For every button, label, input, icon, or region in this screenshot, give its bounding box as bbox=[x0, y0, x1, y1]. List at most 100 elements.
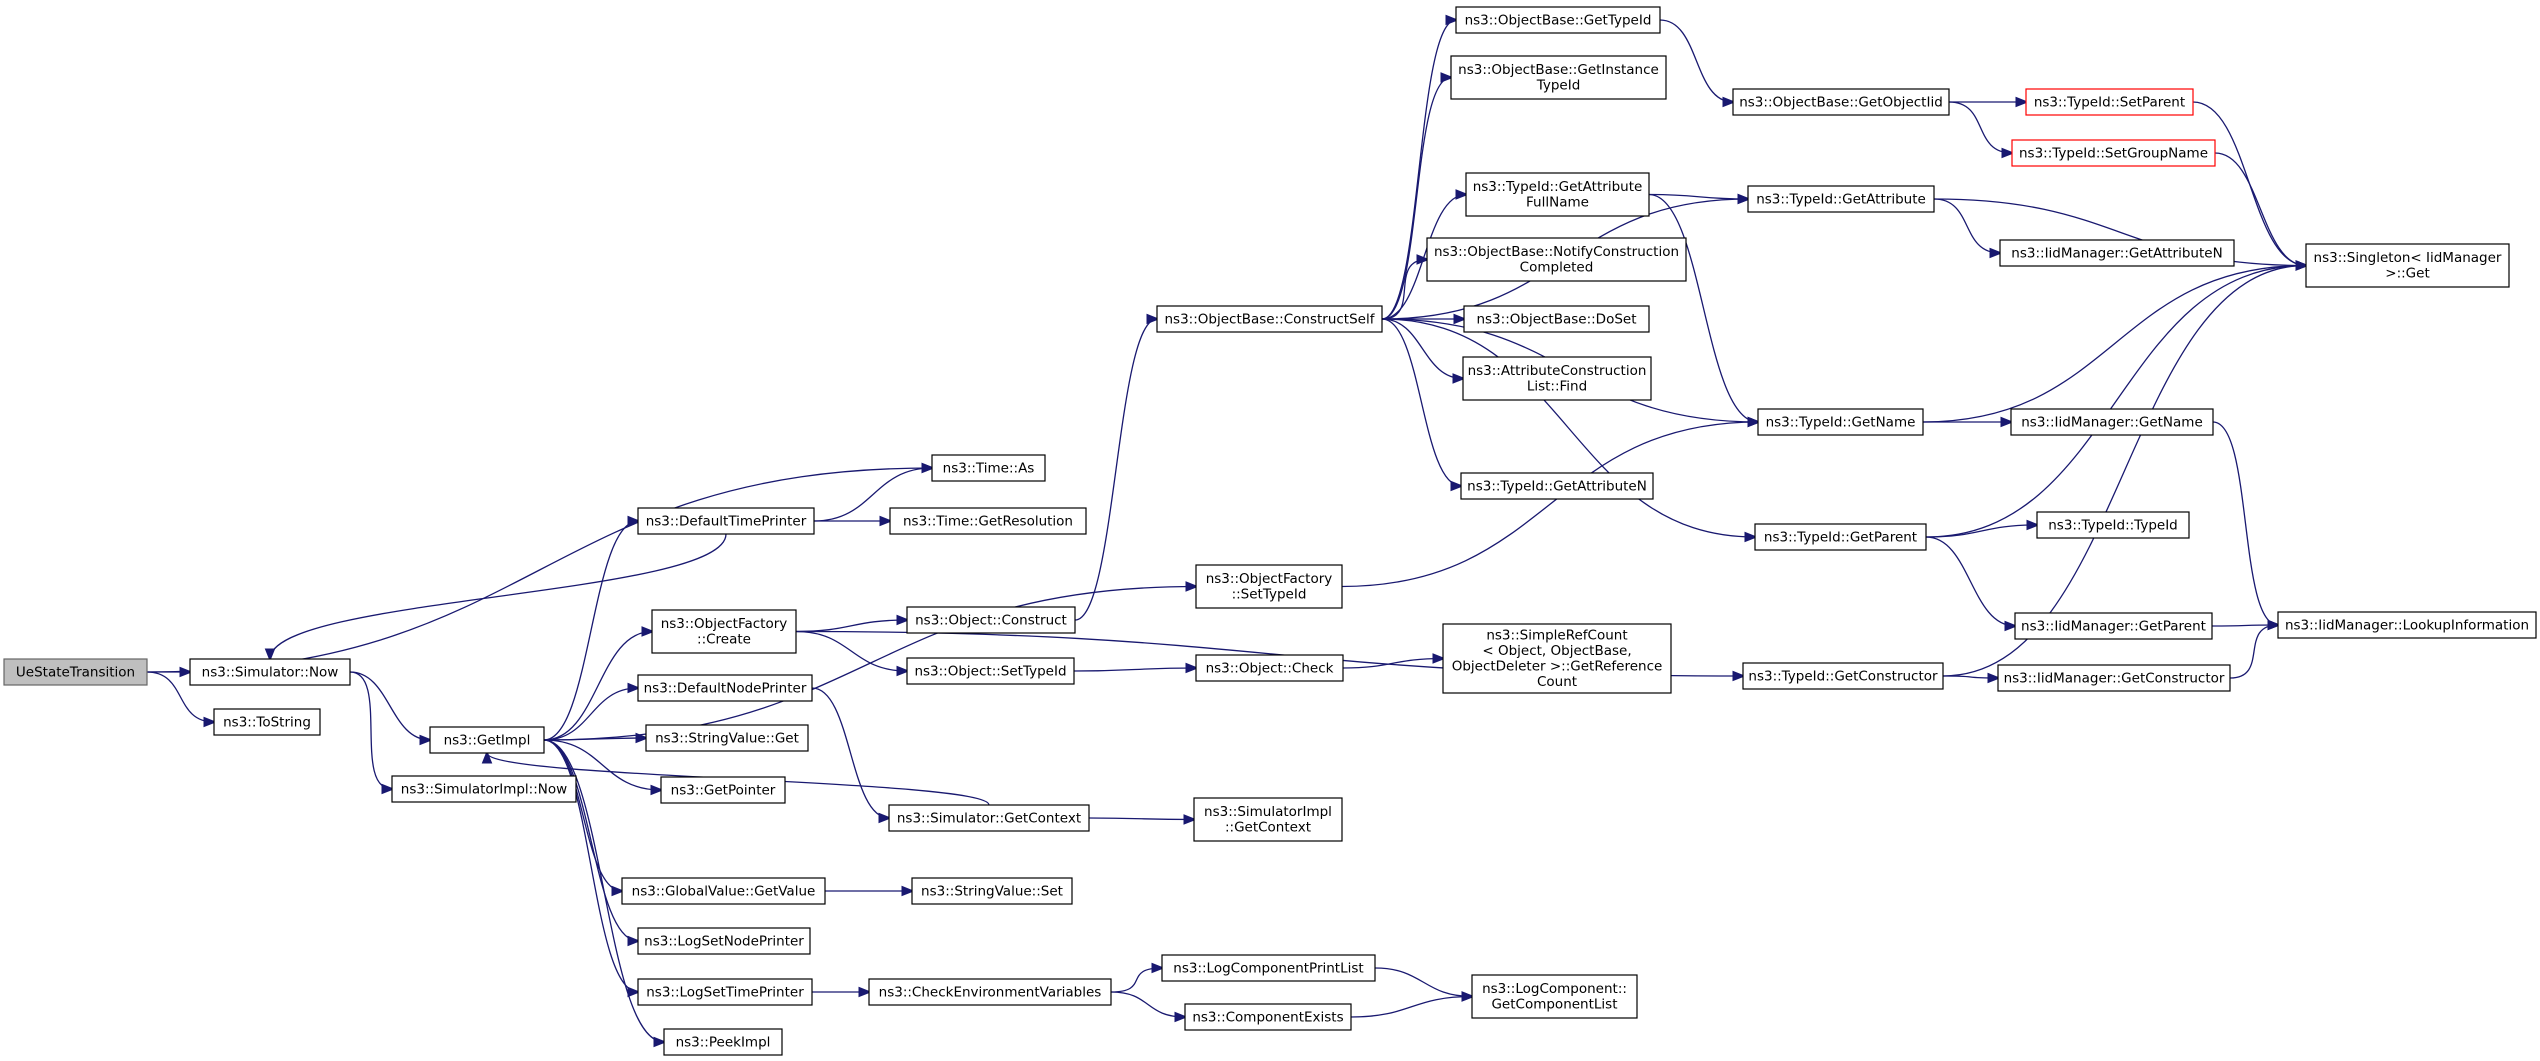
node-n49[interactable]: ns3::IidManager::LookupInformation bbox=[2277, 611, 2537, 639]
node-n20[interactable]: ns3::PeekImpl bbox=[663, 1028, 783, 1056]
edge-n4-n6 bbox=[543, 521, 638, 741]
edge-n11-n14 bbox=[811, 687, 889, 818]
node-n43[interactable]: ns3::IidManager::GetAttributeN bbox=[1999, 239, 2235, 267]
node-n47[interactable]: ns3::IidManager::GetConstructor bbox=[1997, 664, 2231, 692]
node-n13[interactable]: ns3::GetPointer bbox=[660, 776, 786, 804]
node-label: ns3::IidManager::LookupInformation bbox=[2285, 617, 2529, 633]
node-n46[interactable]: ns3::IidManager::GetParent bbox=[2014, 612, 2213, 640]
node-box bbox=[888, 804, 1090, 832]
node-n44[interactable]: ns3::IidManager::GetName bbox=[2010, 408, 2214, 436]
node-n24[interactable]: ns3::SimulatorImpl::GetContext bbox=[1193, 797, 1343, 842]
node-n18[interactable]: ns3::LogSetTimePrinter bbox=[637, 978, 813, 1006]
node-n41[interactable]: ns3::TypeId::SetParent bbox=[2025, 88, 2194, 116]
node-label: ns3::PeekImpl bbox=[676, 1034, 771, 1050]
node-n8[interactable]: ns3::ObjectFactory::Create bbox=[651, 609, 797, 654]
node-n14[interactable]: ns3::Simulator::GetContext bbox=[888, 804, 1090, 832]
node-label: ns3::Time::As bbox=[943, 460, 1035, 476]
node-label: ns3::DefaultNodePrinter bbox=[644, 680, 807, 696]
node-n11[interactable]: ns3::DefaultNodePrinter bbox=[637, 674, 813, 702]
node-label: ns3::ObjectBase::GetTypeId bbox=[1465, 12, 1652, 28]
node-label: ns3::SimpleRefCount bbox=[1486, 628, 1627, 644]
node-n22[interactable]: ns3::ObjectFactory::SetTypeId bbox=[1195, 564, 1343, 609]
node-n27[interactable]: ns3::ObjectBase::GetTypeId bbox=[1455, 6, 1661, 34]
edge-n21-n33 bbox=[1381, 318, 1461, 486]
node-n2[interactable]: ns3::ToString bbox=[213, 708, 321, 736]
node-n48[interactable]: ns3::Singleton< IidManager >::Get bbox=[2305, 243, 2510, 288]
node-n16[interactable]: ns3::StringValue::Set bbox=[911, 877, 1073, 905]
node-n42[interactable]: ns3::TypeId::SetGroupName bbox=[2011, 139, 2216, 167]
edge-n40-n47 bbox=[1942, 676, 1998, 678]
node-box bbox=[911, 877, 1073, 905]
node-box bbox=[1426, 237, 1687, 282]
edge-n8-n10 bbox=[795, 630, 907, 672]
node-n6[interactable]: ns3::DefaultTimePrinter bbox=[637, 507, 815, 535]
node-n36[interactable]: ns3::ObjectBase::GetObjectIid bbox=[1732, 88, 1950, 116]
node-n23[interactable]: ns3::Object::Check bbox=[1195, 654, 1344, 682]
edge-n4-n12 bbox=[543, 738, 646, 740]
node-box bbox=[906, 606, 1076, 634]
node-n45[interactable]: ns3::TypeId::TypeId bbox=[2036, 511, 2190, 539]
node-label: UeStateTransition bbox=[16, 664, 135, 680]
node-n40[interactable]: ns3::TypeId::GetConstructor bbox=[1742, 662, 1944, 690]
node-box bbox=[1754, 523, 1927, 551]
node-n19[interactable]: ns3::CheckEnvironmentVariables bbox=[868, 978, 1112, 1006]
node-n7[interactable]: ns3::Time::GetResolution bbox=[889, 507, 1087, 535]
node-box bbox=[621, 877, 826, 905]
node-n4[interactable]: ns3::GetImpl bbox=[429, 726, 545, 754]
node-label: ns3::ObjectBase::ConstructSelf bbox=[1165, 311, 1376, 327]
node-n35[interactable]: ns3::LogComponent::GetComponentList bbox=[1471, 974, 1638, 1019]
node-n9[interactable]: ns3::Object::Construct bbox=[906, 606, 1076, 634]
edge-n10-n23 bbox=[1073, 668, 1196, 671]
node-n1[interactable]: ns3::Simulator::Now bbox=[189, 658, 351, 686]
node-box bbox=[2305, 243, 2510, 288]
node-box bbox=[868, 978, 1112, 1006]
node-box bbox=[2025, 88, 2194, 116]
edge-n4-n11 bbox=[543, 688, 638, 741]
node-label: ObjectDeleter >::GetReference bbox=[1452, 659, 1663, 675]
node-n15[interactable]: ns3::GlobalValue::GetValue bbox=[621, 877, 826, 905]
node-n3[interactable]: ns3::Time::As bbox=[931, 454, 1046, 482]
edge-n29-n37 bbox=[1648, 195, 1748, 200]
node-label: ns3::LogComponent:: bbox=[1482, 981, 1627, 997]
node-box bbox=[1455, 6, 1661, 34]
node-n17[interactable]: ns3::LogSetNodePrinter bbox=[637, 927, 811, 955]
node-label: ns3::DefaultTimePrinter bbox=[646, 513, 807, 529]
edge-n37-n43 bbox=[1933, 198, 2000, 253]
node-label: FullName bbox=[1526, 195, 1589, 211]
node-n10[interactable]: ns3::Object::SetTypeId bbox=[906, 657, 1075, 685]
node-box bbox=[637, 927, 811, 955]
node-box bbox=[189, 658, 351, 686]
edge-n25-n35 bbox=[1374, 967, 1472, 997]
edge-n23-n34 bbox=[1342, 659, 1443, 669]
edge-n8-n9 bbox=[795, 620, 907, 633]
edge-n1-n5 bbox=[349, 671, 392, 789]
node-box bbox=[1195, 564, 1343, 609]
node-n26[interactable]: ns3::ComponentExists bbox=[1184, 1003, 1352, 1031]
node-box bbox=[931, 454, 1046, 482]
node-n30[interactable]: ns3::ObjectBase::NotifyConstructionCompl… bbox=[1426, 237, 1687, 282]
node-box bbox=[1195, 654, 1344, 682]
node-n0[interactable]: UeStateTransition bbox=[3, 658, 148, 686]
node-n39[interactable]: ns3::TypeId::GetParent bbox=[1754, 523, 1927, 551]
node-n12[interactable]: ns3::StringValue::Get bbox=[645, 724, 809, 752]
node-n38[interactable]: ns3::TypeId::GetName bbox=[1757, 408, 1924, 436]
node-n21[interactable]: ns3::ObjectBase::ConstructSelf bbox=[1156, 305, 1383, 333]
node-box bbox=[1442, 623, 1672, 694]
edge-n21-n28 bbox=[1381, 78, 1451, 320]
edge-n4-n17 bbox=[543, 739, 638, 941]
node-n25[interactable]: ns3::LogComponentPrintList bbox=[1161, 954, 1376, 982]
node-n31[interactable]: ns3::ObjectBase::DoSet bbox=[1463, 305, 1650, 333]
node-n5[interactable]: ns3::SimulatorImpl::Now bbox=[391, 775, 577, 803]
node-n33[interactable]: ns3::TypeId::GetAttributeN bbox=[1460, 472, 1654, 500]
node-label: ns3::LogSetNodePrinter bbox=[644, 933, 804, 949]
edge-n39-n46 bbox=[1925, 536, 2015, 626]
edge-n21-n27 bbox=[1381, 20, 1456, 320]
node-n34[interactable]: ns3::SimpleRefCount< Object, ObjectBase,… bbox=[1442, 623, 1672, 694]
node-label: ::GetContext bbox=[1225, 820, 1311, 836]
node-n37[interactable]: ns3::TypeId::GetAttribute bbox=[1747, 185, 1935, 213]
